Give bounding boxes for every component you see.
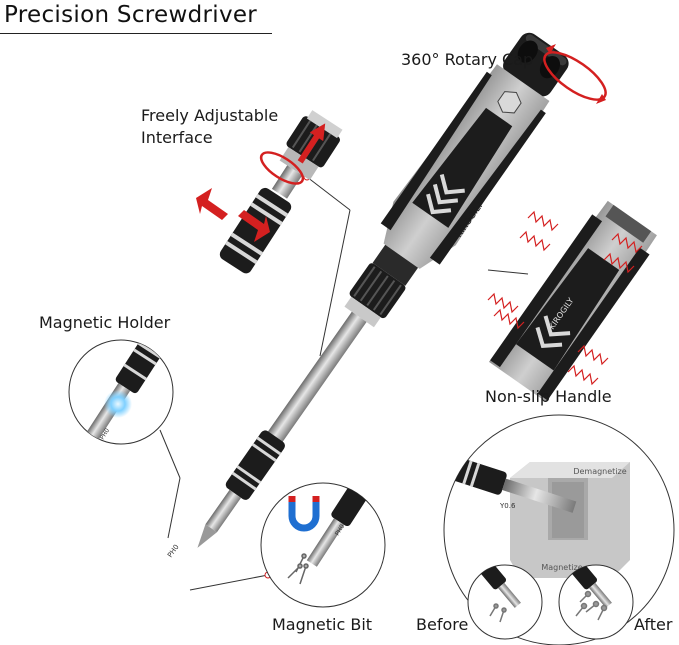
adjustable-interface-label-line2: Interface — [141, 128, 213, 147]
page-title: Precision Screwdriver — [4, 2, 258, 28]
adjustable-interface-detail — [196, 110, 343, 274]
before-circle — [467, 564, 543, 640]
adjustable-interface-label-line1: Freely Adjustable — [141, 106, 279, 125]
magnet-icon — [288, 496, 320, 532]
magnetic-holder-circle: PH0 — [68, 339, 174, 445]
main-screwdriver: KIROGILY PH0 — [166, 32, 569, 559]
after-circle — [558, 564, 634, 640]
demagnetize-text: Demagnetize — [573, 467, 626, 476]
magnetize-text: Magnetize — [541, 563, 582, 572]
non-slip-handle-label: Non-slip Handle — [485, 387, 612, 406]
magnetic-holder-label: Magnetic Holder — [39, 313, 171, 332]
magnetic-bit-circle: PH0 — [260, 482, 386, 608]
before-label: Before — [416, 615, 469, 634]
after-label: After — [634, 615, 673, 634]
rotary-cap-arrow — [543, 44, 607, 104]
adjust-direction-arrows — [196, 188, 270, 242]
title-underline — [0, 33, 272, 34]
rotary-cap-label: 360° Rotary Cap — [401, 50, 534, 69]
tip-bit-marking: PH0 — [166, 543, 181, 559]
non-slip-handle-detail: KIROGILY — [487, 200, 657, 402]
magnetic-bit-label: Magnetic Bit — [272, 615, 373, 634]
demag-bit-marking: Y0.6 — [499, 502, 516, 510]
